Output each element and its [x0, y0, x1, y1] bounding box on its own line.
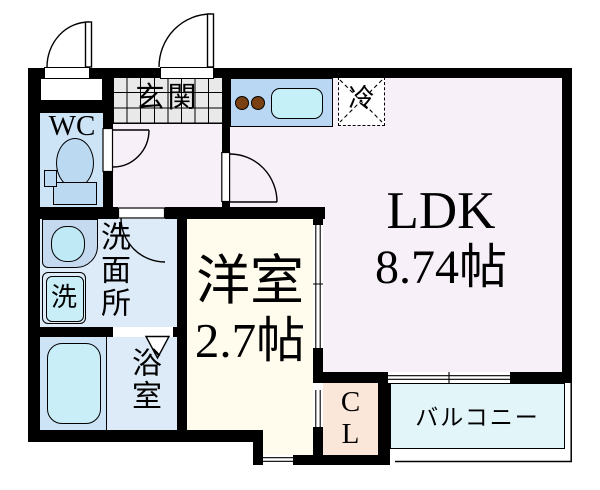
closet-letter-c: C: [340, 386, 361, 418]
washing-machine-drum: [46, 276, 84, 322]
wall-closet-right: [378, 372, 390, 465]
balcony-window: [388, 372, 510, 383]
toilet-bowl-icon: [56, 138, 94, 188]
wall-genkan-kitchen-upper: [222, 68, 230, 152]
door-leaf-entry-right: [206, 13, 215, 68]
hallway-floor: [113, 124, 222, 207]
refrigerator-label: 冷: [348, 84, 375, 113]
wall-mid-vertical: [177, 217, 187, 442]
entry-door-sill-left: [44, 67, 90, 79]
bathroom-door-opening: [113, 327, 173, 337]
stove-burner-icon: [251, 96, 265, 110]
washer-label: 洗: [50, 283, 77, 312]
wall-left: [28, 68, 40, 442]
closet-floor: [323, 383, 378, 455]
western-room-size: 2.7帖: [194, 313, 306, 368]
western-room-nook-floor: [263, 430, 313, 455]
western-room-label: 洋室: [196, 251, 304, 311]
wc-label: WC: [48, 110, 96, 142]
toilet-tank-icon: [44, 170, 57, 187]
closet-door-opening: [313, 390, 323, 427]
closet-letter-l: L: [341, 417, 360, 450]
balcony-label: バルコニー: [415, 405, 540, 430]
kitchen-sink: [271, 88, 323, 119]
washing-machine: [42, 272, 86, 324]
wall-top: [28, 68, 572, 78]
washroom-door-opening: [118, 207, 165, 219]
ldk-size: 8.74帖: [374, 241, 507, 294]
wall-ldk-left-upper: [313, 207, 323, 225]
entry-door-sill-right: [160, 67, 214, 79]
wall-ldk-bottom-left: [313, 372, 388, 383]
wall-bottom-left: [28, 430, 263, 442]
nook-window: [263, 455, 293, 465]
stove-burner-icon: [235, 96, 249, 110]
wall-wc-niche-divider: [40, 101, 103, 113]
washroom-label: 洗面所: [96, 221, 129, 320]
entry-niche: [40, 78, 103, 101]
washbasin-bowl-icon: [51, 226, 85, 262]
wall-wc-right-upper: [103, 68, 113, 128]
genkan-tile-floor: [113, 77, 222, 124]
door-leaf-entry-left: [84, 21, 93, 68]
western-room-floor: [187, 219, 313, 430]
wall-hall-bottom: [28, 207, 325, 219]
ldk-label: LDK: [386, 182, 496, 240]
wall-closet-left: [313, 427, 323, 465]
kitchen-counter: [230, 78, 333, 127]
bathtub-icon: [47, 343, 101, 424]
wc-door-opening: [103, 128, 113, 172]
door-arc-entry-left: [46, 21, 90, 68]
toilet-base-icon: [53, 182, 97, 205]
wall-ldk-left-lower: [313, 348, 323, 383]
ldk-door-opening: [222, 152, 230, 202]
closet-label: C L: [323, 386, 378, 451]
bathroom-label: 浴室: [127, 347, 160, 413]
wall-nook-step: [253, 430, 263, 465]
wall-washroom-bathroom: [28, 327, 185, 337]
door-arc-entry-right: [158, 13, 212, 68]
wall-wc-right-lower: [103, 172, 113, 219]
wall-right: [562, 68, 572, 383]
genkan-label: 玄関: [135, 82, 200, 114]
wall-ldk-bottom-right: [510, 372, 572, 383]
